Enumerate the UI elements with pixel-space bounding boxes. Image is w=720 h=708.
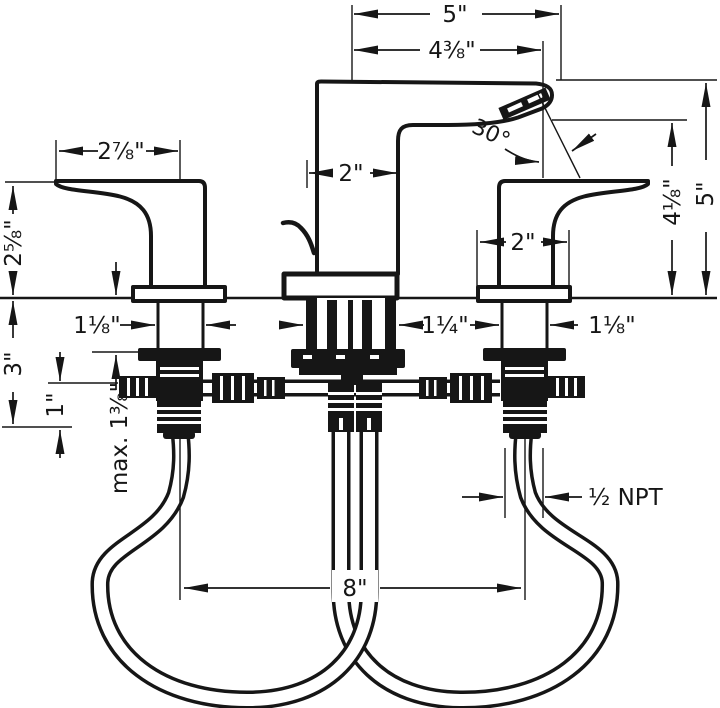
left-tube-fitting [212, 373, 285, 403]
outlet-angle-line [536, 91, 581, 179]
dim-spout-body-width-label: 2" [338, 161, 363, 187]
right-tube-fitting [419, 373, 492, 403]
dim-handle-body-width-label: 2" [510, 230, 535, 256]
left-handle [54, 179, 227, 303]
dim-handle-height-label: 2⅝" [1, 219, 27, 267]
dim-max-deck-thickness-label: max. 1⅜" [107, 382, 133, 494]
dim-left-shank-diameter-label: 1⅛" [73, 313, 121, 339]
popup-rod [280, 220, 317, 256]
right-valve [483, 302, 585, 439]
dim-aerator-reach-label: 4⅜" [428, 38, 476, 64]
dim-outlet-height-label: 4⅛" [660, 178, 686, 226]
hose-connectors [328, 382, 382, 432]
dim-supply-connection-label: ½ NPT [588, 485, 664, 511]
spout-flange [281, 271, 400, 301]
spout-shank [306, 298, 396, 350]
dim-thread-length-label: 1" [43, 392, 69, 417]
dim-center-shank-diameter-label: 1¼" [421, 313, 469, 339]
right-handle [476, 179, 650, 303]
dim-spout-reach-total-label: 5" [442, 2, 467, 28]
left-valve [119, 302, 221, 439]
right-escutcheon [476, 285, 572, 303]
supply-hoses [90, 408, 620, 708]
dim-under-deck-depth-label: 3" [1, 351, 27, 376]
center-shank-hardware [291, 349, 405, 432]
dim-faucet-spread-label: 8" [342, 576, 367, 602]
dim-right-shank-diameter-label: 1⅛" [588, 313, 636, 339]
angle-leader-line [504, 148, 540, 165]
dim-spout-height-label: 5" [693, 181, 719, 206]
dim-handle-length-label: 2⅞" [97, 139, 145, 165]
left-escutcheon [131, 285, 227, 303]
spout [280, 79, 554, 350]
